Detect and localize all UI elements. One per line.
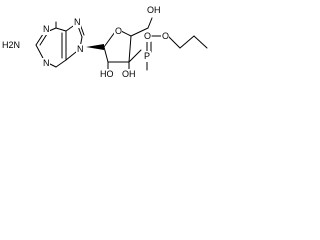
pyrimidine-ring <box>35 21 67 68</box>
hydroxyl-2-label: HO <box>100 69 114 79</box>
glycosidic-n9-label: N <box>77 44 84 54</box>
hydroxymethyl-group <box>130 17 153 37</box>
ribose-ring <box>103 30 132 63</box>
ring-n3-label: N <box>43 58 50 68</box>
bond <box>147 17 153 29</box>
atom-labels: H2N N N N N O OH O O P HO OH <box>1 5 169 80</box>
chemical-structure: H2N N N N N O OH O O P HO OH <box>1 5 208 80</box>
bond <box>120 30 132 37</box>
phosphoryl-o-label: O <box>144 31 151 41</box>
bond <box>35 44 45 61</box>
butyl-chain <box>167 35 208 49</box>
bond <box>179 35 195 49</box>
hydroxyl-bonds <box>107 61 130 71</box>
bond <box>39 33 48 46</box>
bond <box>48 27 57 32</box>
bond <box>103 46 109 63</box>
bond <box>130 27 149 37</box>
furanose-o-label: O <box>115 26 122 36</box>
bond <box>55 59 67 68</box>
hydroxyl-3-label: OH <box>122 69 136 79</box>
bond <box>128 49 142 63</box>
bond <box>167 35 181 49</box>
bond <box>193 35 208 49</box>
bond <box>65 51 77 61</box>
phosphorus-label: P <box>144 51 150 61</box>
bond <box>55 27 67 32</box>
bond <box>103 31 116 48</box>
glycosidic-wedge-bond <box>86 44 104 50</box>
amine-label: H2N <box>2 40 20 50</box>
hydroxymethyl-oh-label: OH <box>147 5 161 15</box>
ring-n7-label: N <box>74 17 81 27</box>
phosphonate-ester-o-label: O <box>162 31 169 41</box>
ring-n1-label: N <box>43 24 50 34</box>
bond <box>128 35 132 63</box>
